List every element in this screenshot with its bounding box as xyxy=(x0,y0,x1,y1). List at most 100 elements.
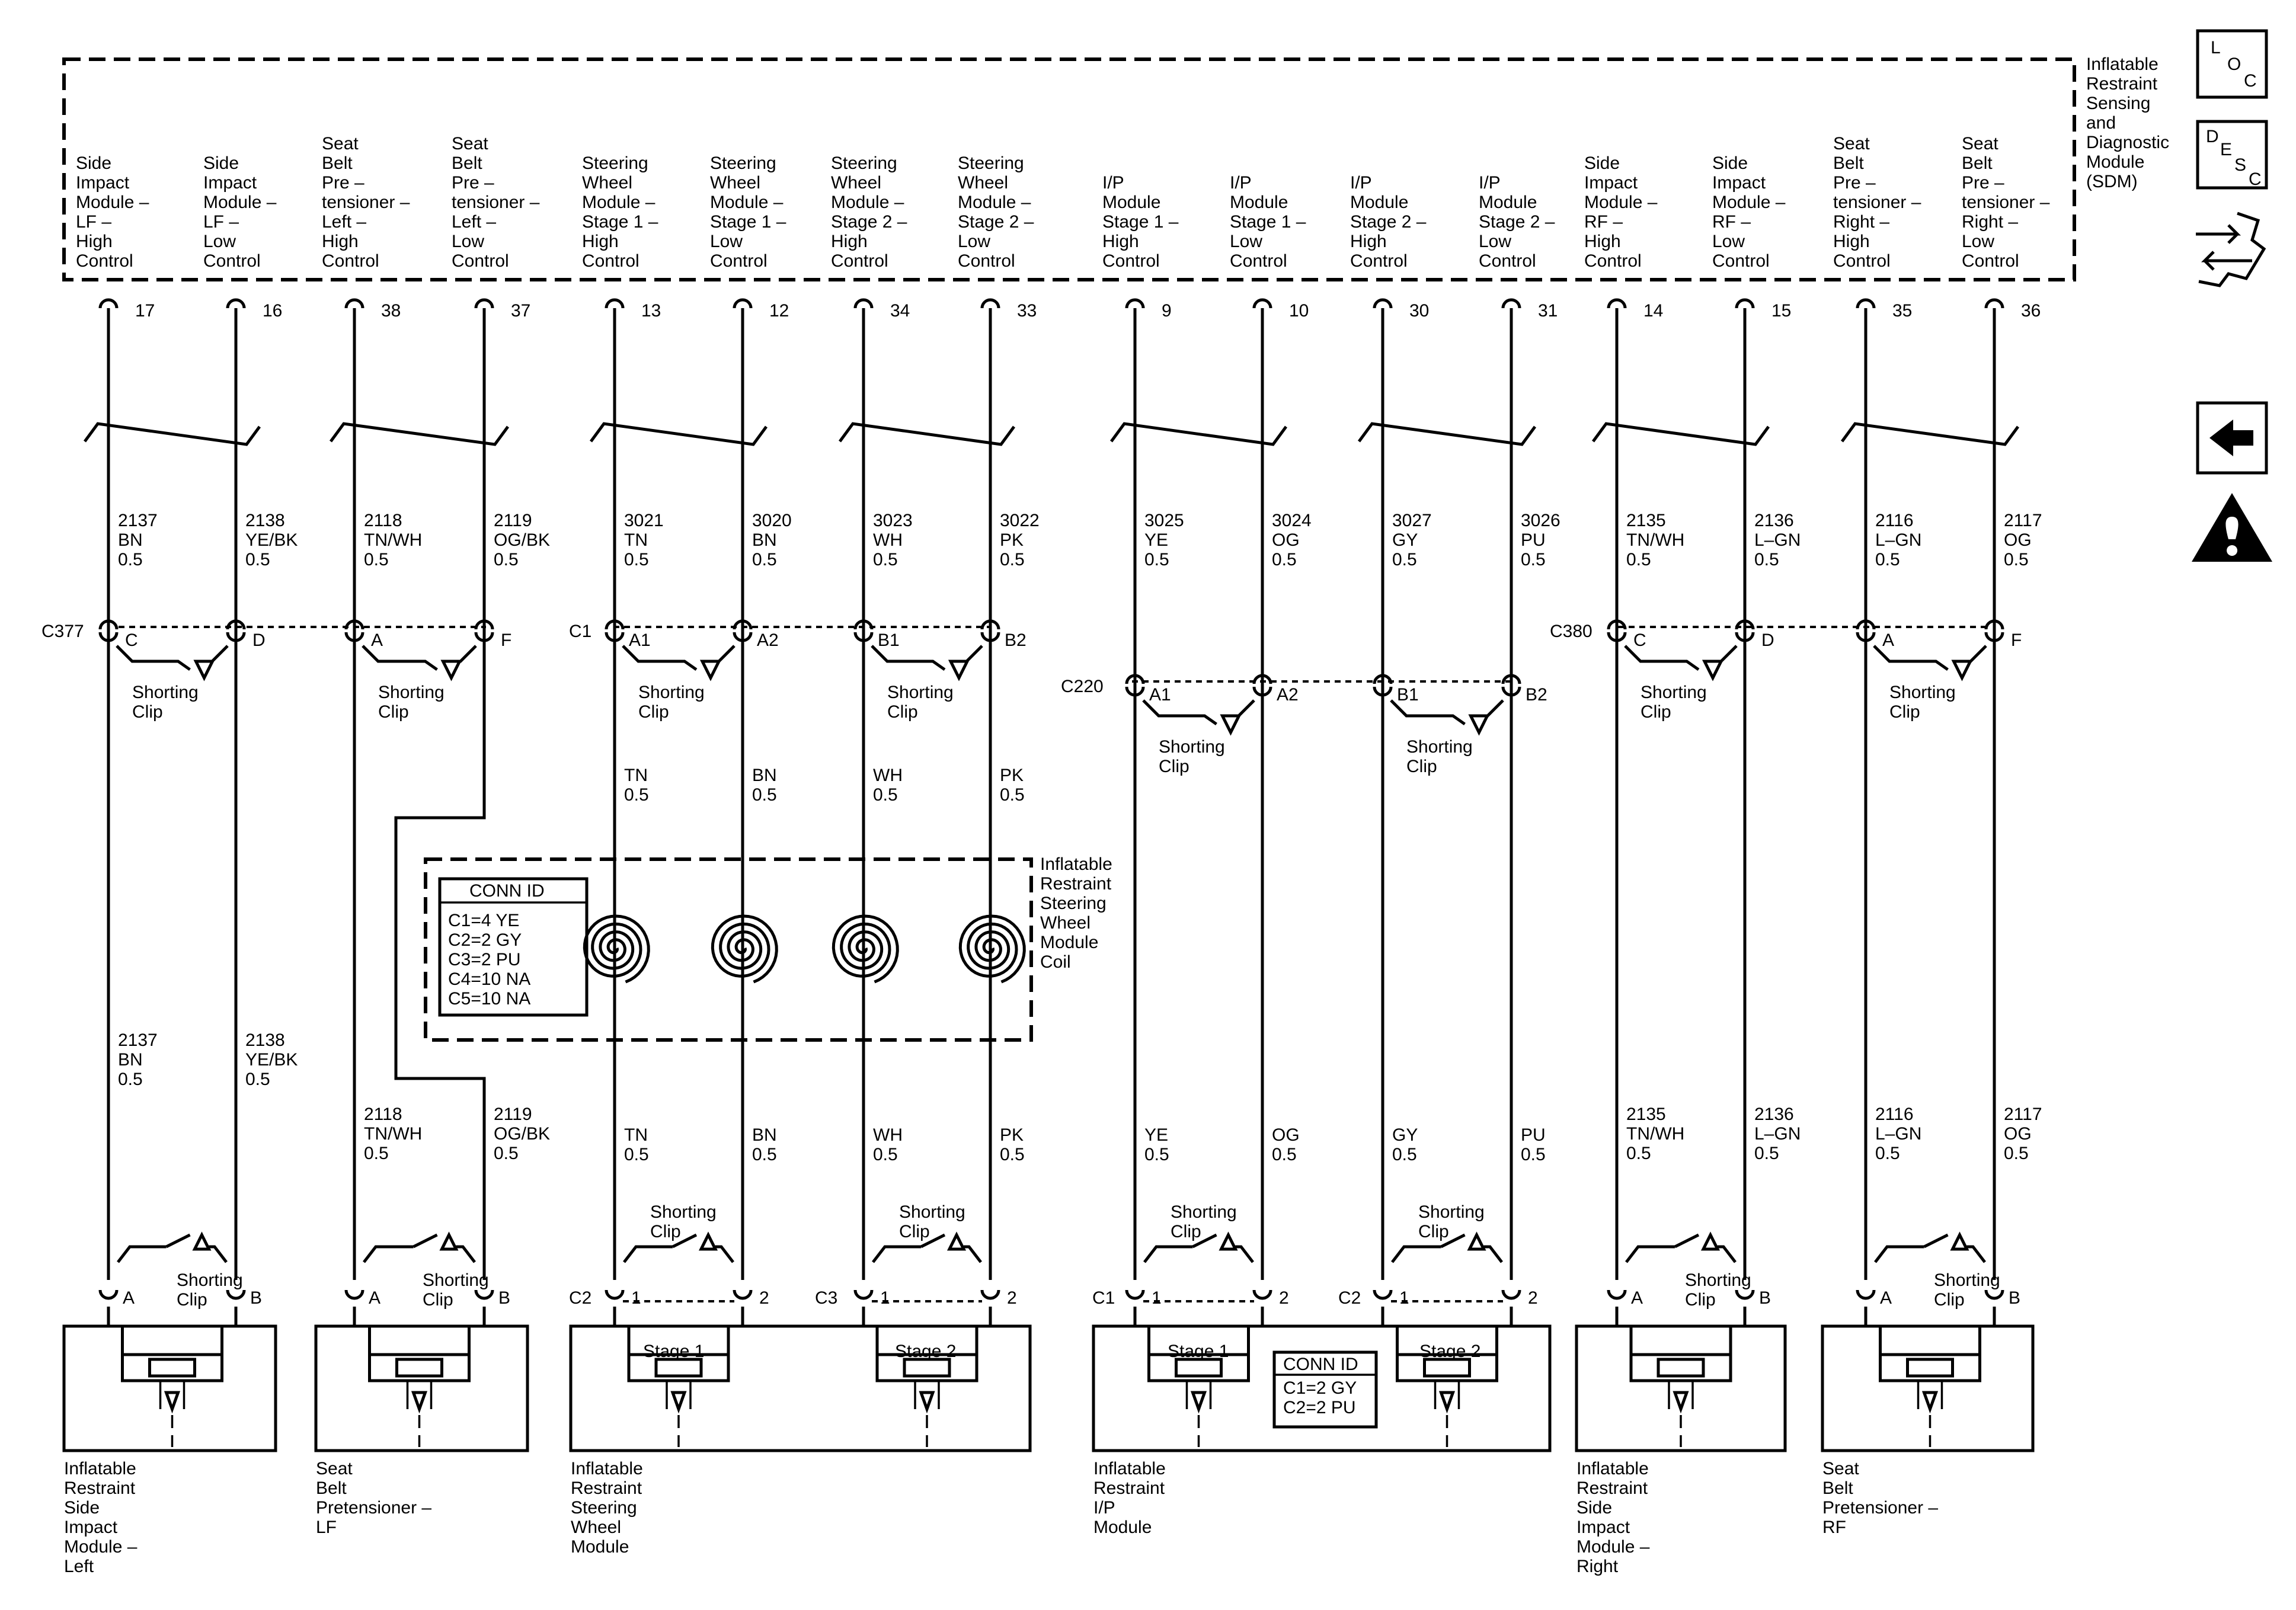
squib-2-arrow xyxy=(670,1391,687,1414)
device-label-0: Impact xyxy=(64,1518,118,1537)
wire-label-lower: TN/WH xyxy=(1626,1124,1684,1144)
wire-label-mid: TN xyxy=(624,766,648,785)
sdm-pin-label-30: Module xyxy=(1350,193,1408,212)
wire-label-lower: BN xyxy=(118,1050,143,1070)
wire-label-upper: 0.5 xyxy=(118,550,143,569)
coil-label: Restraint xyxy=(1040,874,1112,894)
sdm-terminal-15 xyxy=(1735,298,1755,309)
sdm-pin-label-9: Module xyxy=(1102,193,1160,212)
sdm-pin-label-10: Control xyxy=(1230,251,1287,271)
coil-label: Coil xyxy=(1040,952,1071,972)
sdm-pin-number: 9 xyxy=(1162,301,1172,321)
sdm-terminal-9 xyxy=(1125,298,1145,309)
shorting-clip-lower-6 xyxy=(1625,1233,1700,1263)
sdm-terminal-37 xyxy=(474,298,494,309)
device-label-0: Left xyxy=(64,1557,94,1576)
wire-label-upper: WH xyxy=(873,530,903,550)
wire-label-lower: 0.5 xyxy=(1626,1144,1651,1163)
sdm-pin-label-13: Stage 1 – xyxy=(582,212,658,232)
sdm-terminal-17 xyxy=(98,298,119,309)
conn-pin-label: F xyxy=(501,630,511,650)
shorting-clip-label: Clip xyxy=(650,1222,681,1241)
sdm-module-box xyxy=(62,57,2076,281)
shorting-clip-upper-4 xyxy=(1720,645,1738,662)
squib-3-leads xyxy=(914,1381,940,1409)
sdm-pin-label-30: I/P xyxy=(1350,173,1372,193)
shorting-clip-lower-6-marker xyxy=(1700,1231,1721,1251)
device-pin-label: 1 xyxy=(631,1288,641,1308)
device-conn-label: C3 xyxy=(815,1288,837,1308)
conn-c1-label: C1 xyxy=(569,622,591,641)
device-pin-label: 1 xyxy=(1152,1288,1162,1308)
loc-icon-letter: C xyxy=(2244,71,2257,91)
shorting-clip-label: Clip xyxy=(378,702,409,722)
device-label-1: Seat xyxy=(316,1459,353,1478)
sdm-pin-label-17: Impact xyxy=(76,173,130,193)
wire-label-upper: TN xyxy=(624,530,648,550)
wire-label-lower: OG xyxy=(2004,1124,2032,1144)
back-arrow-glyph xyxy=(2209,420,2253,456)
wire-label-lower: L–GN xyxy=(1875,1124,1921,1144)
squib-3-element xyxy=(903,1358,951,1378)
sdm-pin-label-30: High xyxy=(1350,232,1387,251)
squib-0-element xyxy=(148,1358,196,1378)
wire-label-lower: OG/BK xyxy=(494,1124,550,1144)
wire-label-upper: 0.5 xyxy=(1000,550,1025,569)
device-box-0 xyxy=(62,1324,277,1452)
sdm-pin-label-10: I/P xyxy=(1230,173,1252,193)
sdm-terminal-34 xyxy=(853,298,874,309)
shorting-clip-upper-0-marker xyxy=(193,660,215,681)
sdm-pin-label-34: Wheel xyxy=(831,173,881,193)
desc-icon-letter: S xyxy=(2234,155,2246,175)
sdm-terminal-16 xyxy=(226,298,246,309)
wire-label-upper: 2138 xyxy=(245,511,285,530)
wire-break-5 xyxy=(1357,422,1537,446)
sdm-pin-label-9: High xyxy=(1102,232,1139,251)
wire-label-upper: TN/WH xyxy=(1626,530,1684,550)
back-arrow-icon[interactable] xyxy=(2196,401,2268,475)
coil-label: Steering xyxy=(1040,894,1107,913)
sdm-terminal-31 xyxy=(1501,298,1521,309)
sdm-terminal-36 xyxy=(1984,298,2004,309)
device-conn-label: C2 xyxy=(1338,1288,1361,1308)
wire-label-mid: 0.5 xyxy=(1000,785,1025,805)
wire-label-upper: 2137 xyxy=(118,511,158,530)
sdm-pin-number: 16 xyxy=(263,301,282,321)
shorting-clip-c220-1-marker xyxy=(1468,714,1490,736)
sdm-pin-label-12: Wheel xyxy=(710,173,760,193)
device-pin-label: 2 xyxy=(1279,1288,1289,1308)
squib-0-leads xyxy=(159,1381,186,1409)
sdm-terminal-12 xyxy=(733,298,753,309)
wire-label-lower: L–GN xyxy=(1754,1124,1801,1144)
wire-label-mid: PK xyxy=(1000,766,1024,785)
warning-icon[interactable] xyxy=(2192,493,2272,562)
stage2-label: Stage 2 xyxy=(1419,1342,1480,1361)
schematic-nav-icon[interactable] xyxy=(2196,212,2266,287)
shorting-clip-label: Shorting xyxy=(887,683,954,702)
wire-label-upper: 2135 xyxy=(1626,511,1666,530)
device-terminal xyxy=(1125,1289,1145,1300)
device-label-3: I/P xyxy=(1093,1498,1115,1518)
wire-label-upper: 0.5 xyxy=(624,550,649,569)
sdm-pin-label-15: Low xyxy=(1712,232,1745,251)
wire-label-upper: 0.5 xyxy=(873,550,898,569)
wire-label-upper: 3026 xyxy=(1521,511,1560,530)
sdm-pin-label-34: Module – xyxy=(831,193,904,212)
wire-label-upper: 0.5 xyxy=(1875,550,1900,569)
device-terminal xyxy=(733,1289,753,1300)
wire-break-2 xyxy=(589,422,768,446)
squib-2-leads xyxy=(666,1381,692,1409)
sdm-pin-label-38: Seat xyxy=(322,134,359,153)
loc-icon[interactable]: LOC xyxy=(2196,29,2268,99)
shorting-clip-label: Clip xyxy=(1406,757,1437,776)
wire-label-upper: 0.5 xyxy=(1626,550,1651,569)
shorting-clip-lower-0 xyxy=(209,1245,228,1263)
coil-conn-id-line: C4=10 NA xyxy=(448,969,530,989)
conn-pin-label: D xyxy=(1761,630,1774,650)
schematic-nav-icon-stroke xyxy=(2201,251,2252,271)
wire-break-0 xyxy=(83,422,261,446)
device-label-3: Inflatable xyxy=(1093,1459,1166,1478)
sdm-terminal-10 xyxy=(1252,298,1272,309)
sdm-pin-label-38: Left – xyxy=(322,212,366,232)
